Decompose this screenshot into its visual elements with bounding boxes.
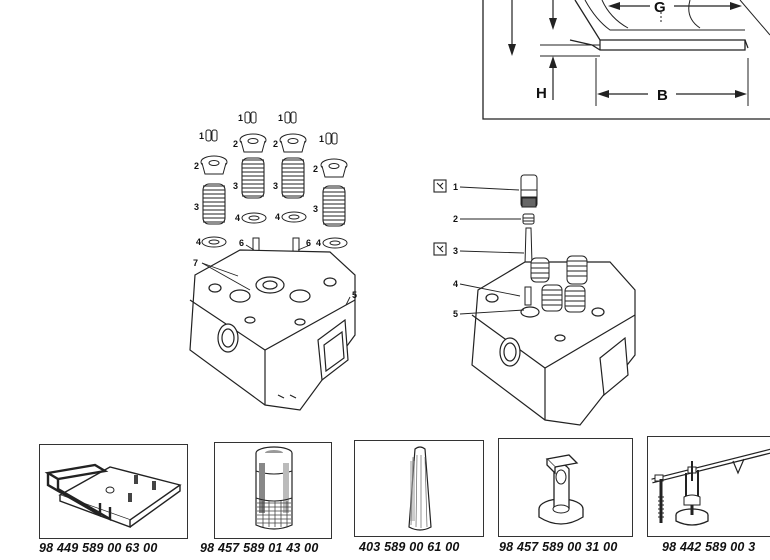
callout-4: 4 <box>196 237 201 247</box>
callout-4: 4 <box>235 213 240 223</box>
plate-tool-icon <box>44 463 182 529</box>
valve-dimension-drawing: G H B <box>482 0 770 120</box>
tool-image-2 <box>214 442 332 539</box>
callout-2: 2 <box>194 161 199 171</box>
valve-keeper-drawing <box>522 213 535 225</box>
cylinder-head-body-drawing <box>471 261 636 426</box>
callout-1: 1 <box>319 134 324 144</box>
tool-image-4 <box>498 438 633 537</box>
tool-part-number: 98 457 589 01 43 00 <box>200 541 319 555</box>
callout-2: 2 <box>233 139 238 149</box>
lever-tool-icon <box>651 448 770 526</box>
callout-1: 1 <box>278 113 283 123</box>
tool-symbol-icon <box>433 179 447 256</box>
callout-3: 3 <box>453 246 458 256</box>
tool-image-3 <box>354 440 484 537</box>
callout-2: 2 <box>313 164 318 174</box>
holder-tool-icon <box>538 454 584 525</box>
callout-1: 1 <box>199 131 204 141</box>
dimension-label-h: H <box>536 85 547 102</box>
callout-7: 7 <box>193 258 198 268</box>
callout-leaders <box>201 244 351 306</box>
press-sleeve-icon <box>255 446 293 530</box>
callout-5: 5 <box>453 309 458 319</box>
dimension-diagram: G H B <box>0 0 770 125</box>
valve-spring-drawing <box>524 255 588 313</box>
callout-3: 3 <box>313 204 318 214</box>
cylinder-head-body-drawing <box>189 249 356 411</box>
exploded-cylinder-head-drawing: 1 1 1 1 2 2 2 2 3 3 3 3 4 4 4 4 6 6 7 5 <box>189 111 357 411</box>
spring-retainer-drawing <box>200 133 348 178</box>
callout-4: 4 <box>453 279 458 289</box>
callout-2: 2 <box>273 139 278 149</box>
tool-installation-view: 1 2 3 4 5 <box>420 160 650 440</box>
tool-image-5 <box>647 436 770 537</box>
valve-keeper-drawing <box>205 111 338 145</box>
callout-3: 3 <box>273 181 278 191</box>
mandrel-icon <box>408 446 432 531</box>
callout-2: 2 <box>453 214 458 224</box>
callout-1: 1 <box>453 182 458 192</box>
tool-part-number: 98 449 589 00 63 00 <box>39 541 158 555</box>
callout-leaders <box>459 186 525 315</box>
callout-1: 1 <box>238 113 243 123</box>
callout-6: 6 <box>306 238 311 248</box>
tool-part-number: 403 589 00 61 00 <box>359 540 460 554</box>
tool-part-number: 98 457 589 00 31 00 <box>499 540 618 554</box>
exploded-valve-view: 1 1 1 1 2 2 2 2 3 3 3 3 4 4 4 4 6 6 7 5 <box>0 0 420 440</box>
tool-image-1 <box>39 444 188 539</box>
valve-spring-drawing <box>202 157 346 227</box>
callout-5: 5 <box>352 290 357 300</box>
callout-6: 6 <box>239 238 244 248</box>
dimension-label-g: G <box>654 0 666 16</box>
callout-3: 3 <box>194 202 199 212</box>
tool-installation-drawing: 1 2 3 4 5 <box>433 174 636 426</box>
callout-4: 4 <box>275 212 280 222</box>
callout-4: 4 <box>316 238 321 248</box>
spring-washer-drawing <box>201 211 348 249</box>
dimension-label-b: B <box>657 87 668 104</box>
press-sleeve-drawing <box>520 174 538 208</box>
callout-3: 3 <box>233 181 238 191</box>
tool-part-number: 98 442 589 00 3 <box>662 540 756 554</box>
